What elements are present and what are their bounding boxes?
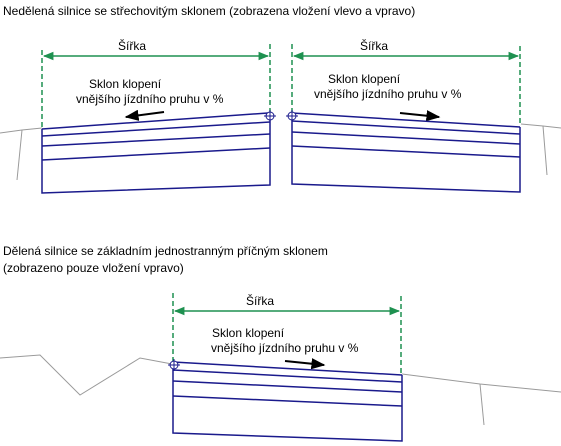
slope-label-right-line2: vnějšího jízdního pruhu v % <box>314 87 462 101</box>
ground-line-bottom-right <box>401 373 561 393</box>
bottom-section: Šířka Sklon klopení vnějšího jízdního pr… <box>0 293 561 442</box>
width-label-bottom: Šířka <box>246 293 274 308</box>
top-left-section: Šířka Sklon klopení vnějšího jízdního pr… <box>0 38 276 194</box>
slope-direction-arrow-right <box>399 110 441 122</box>
slope-label-right-line1: Sklon klopení <box>328 72 401 86</box>
insertion-point-marker-right <box>286 110 298 122</box>
slope-label-bottom-line2: vnějšího jízdního pruhu v % <box>211 341 359 355</box>
ground-slope-bottom-right <box>479 383 485 426</box>
ground-line-top-right <box>520 123 561 129</box>
caption-divided-road-line2: (zobrazeno pouze vložení vpravo) <box>3 261 184 275</box>
pavement-layers-bottom <box>172 361 403 442</box>
insertion-point-marker-bottom <box>168 359 180 371</box>
pavement-layers-right <box>291 112 521 193</box>
top-right-section: Šířka Sklon klopení vnějšího jízdního pr… <box>286 38 561 193</box>
width-label-left: Šířka <box>118 38 146 53</box>
slope-direction-arrow-bottom <box>284 358 326 370</box>
slope-label-bottom-line1: Sklon klopení <box>212 326 285 340</box>
ground-line-bottom-left <box>0 354 173 396</box>
ground-line-top-left <box>0 127 43 134</box>
slope-direction-arrow-left <box>124 109 165 121</box>
caption-undivided-road: Nedělená silnice se střechovitým sklonem… <box>3 4 416 18</box>
slope-label-left-line2: vnějšího jízdního pruhu v % <box>76 92 224 106</box>
ground-slope-top-right <box>542 125 548 176</box>
insertion-point-marker-left <box>264 110 276 122</box>
width-label-right: Šířka <box>360 38 388 53</box>
slope-label-left-line1: Sklon klopení <box>89 77 162 91</box>
caption-divided-road-line1: Dělená silnice se základním jednostranný… <box>3 244 328 258</box>
ground-slope-top-left <box>16 129 23 181</box>
pavement-layers-left <box>41 112 271 194</box>
